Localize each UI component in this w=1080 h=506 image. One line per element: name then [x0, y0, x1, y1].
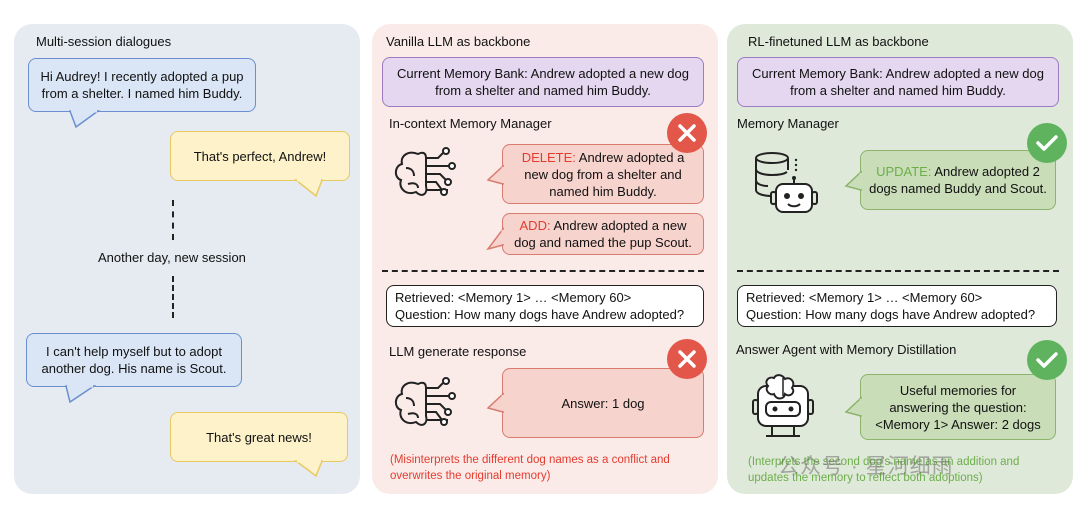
section-divider — [382, 270, 704, 272]
panel-title-dialogues: Multi-session dialogues — [36, 34, 172, 49]
memory-bank-box: Current Memory Bank: Andrew adopted a ne… — [382, 57, 704, 107]
update-operation-bubble: UPDATE: Andrew adopted 2 dogs named Budd… — [860, 150, 1056, 210]
watermark: 公众号 · 星河细雨 — [778, 455, 954, 478]
robot-icon — [770, 176, 818, 213]
check-icon — [1027, 340, 1067, 380]
database-icon — [755, 152, 798, 197]
bubble-tail — [486, 226, 505, 251]
rl-success-note: (Interprets the second dog's name as an … — [748, 456, 1020, 484]
retrieval-query-box: Retrieved: <Memory 1> … <Memory 60>Quest… — [737, 285, 1057, 327]
panel-title-vanilla: Vanilla LLM as backbone — [386, 34, 531, 49]
bubble-tail — [844, 170, 863, 191]
retrieval-query-box: Retrieved: <Memory 1> … <Memory 60>Quest… — [386, 285, 704, 327]
assistant-reply-1: That's perfect, Andrew! — [170, 131, 350, 181]
bubble-tail — [293, 459, 324, 478]
bubble-tail — [65, 384, 97, 404]
section-divider — [737, 270, 1059, 272]
bubble-tail — [68, 109, 101, 129]
neural-network-icon — [394, 377, 456, 426]
panel-title-rl: RL-finetuned LLM as backbone — [748, 34, 929, 49]
in-context-memory-manager-label: In-context Memory Manager — [389, 116, 552, 131]
neural-network-icon — [394, 147, 456, 196]
memory-manager-label: Memory Manager — [737, 116, 839, 131]
bubble-tail — [293, 178, 324, 198]
brain-robot-icon — [752, 374, 814, 437]
llm-generate-response-label: LLM generate response — [389, 344, 527, 359]
vanilla-failure-note: (Misinterprets the different dog names a… — [390, 454, 670, 482]
assistant-reply-2: That's great news! — [170, 412, 348, 462]
answer-agent-label: Answer Agent with Memory Distillation — [736, 342, 957, 357]
useful-memories-bubble: Useful memories for answering the questi… — [860, 374, 1056, 440]
check-icon — [1027, 123, 1067, 163]
session-divider-top — [172, 200, 174, 240]
delete-operation-bubble: DELETE: Andrew adopted a new dog from a … — [502, 144, 704, 204]
session-separator-label: Another day, new session — [98, 250, 246, 265]
session-divider-bottom — [172, 276, 174, 318]
llm-answer-bubble: Answer: 1 dog — [502, 368, 704, 438]
add-operation-bubble: ADD: Andrew adopted a new dog and named … — [502, 213, 704, 255]
cross-icon — [667, 339, 707, 379]
bubble-tail — [844, 396, 863, 417]
bubble-tail — [486, 392, 505, 413]
memory-bank-box: Current Memory Bank: Andrew adopted a ne… — [737, 57, 1059, 107]
bubble-tail — [486, 164, 505, 185]
cross-icon — [667, 113, 707, 153]
